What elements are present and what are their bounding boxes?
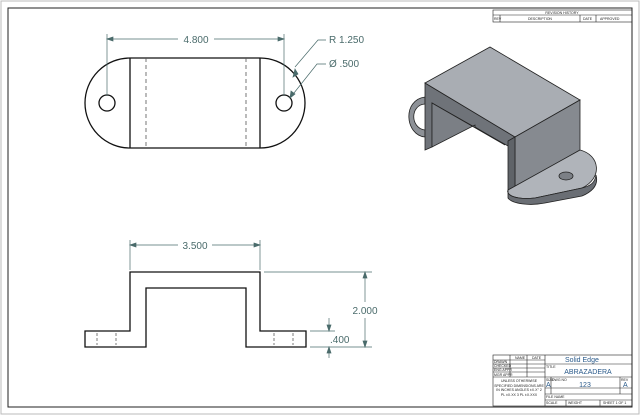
tb-label-size: SIZE: [546, 378, 554, 382]
tb-label-rev: REV: [621, 378, 629, 382]
tb-label-eng-appr: ENG APPR: [494, 368, 512, 372]
revision-col-rev: REV: [494, 17, 502, 21]
dimension-radius: R 1.250: [329, 35, 364, 46]
sheet-border: [7, 7, 633, 408]
front-view-outline: [84, 271, 307, 348]
tb-title: ABRAZADERA: [564, 369, 612, 376]
tb-label-mgr-appr: MGR APPR: [494, 373, 513, 377]
top-view-dimensions: [105, 34, 326, 99]
tb-label-dwg-no: DWG NO: [552, 378, 567, 382]
dimension-top-width: 4.800: [183, 35, 208, 46]
tb-dwg-no: 123: [579, 382, 591, 389]
tb-company: Solid Edge: [565, 357, 599, 364]
revision-block: [492, 9, 633, 23]
tb-label-sheet: SHEET 1 OF 1: [603, 401, 626, 405]
revision-title: REVISION HISTORY: [545, 11, 579, 15]
title-block: [492, 354, 633, 407]
tb-label-date: DATE: [532, 356, 542, 360]
tb-label-scale: SCALE: [546, 401, 558, 405]
tb-notes: UNLESS OTHERWISE SPECIFIED DIMENSIONS AR…: [494, 379, 544, 397]
top-view: [84, 57, 306, 149]
tb-label-file-name: FILE NAME: [546, 395, 565, 399]
tb-rev: A: [623, 382, 628, 389]
front-view-hidden-lines: [96, 333, 294, 345]
dimension-front-width: 3.500: [182, 241, 207, 252]
dimension-flange-thickness: .400: [330, 335, 350, 346]
tb-label-title: TITLE: [546, 365, 556, 369]
tb-label-checked: CHECKED: [494, 364, 512, 368]
top-view-outline: [84, 57, 306, 149]
hole-right: [275, 94, 293, 112]
revision-col-description: DESCRIPTION: [528, 17, 552, 21]
isometric-view: [408, 46, 598, 205]
tb-size: A: [546, 382, 551, 389]
revision-col-approved: APPROVED: [600, 17, 620, 21]
front-view-dimensions: [128, 240, 372, 358]
tb-label-name: NAME: [515, 356, 526, 360]
revision-col-date: DATE: [583, 17, 593, 21]
tb-notes-container: UNLESS OTHERWISE SPECIFIED DIMENSIONS AR…: [494, 379, 544, 397]
dimension-hole-diameter: Ø .500: [329, 59, 359, 70]
dimension-height: 2.000: [352, 306, 377, 317]
hole-left: [98, 94, 116, 112]
tb-label-weight: WEIGHT: [568, 401, 583, 405]
tb-label-drawn: DRAWN: [494, 360, 508, 364]
